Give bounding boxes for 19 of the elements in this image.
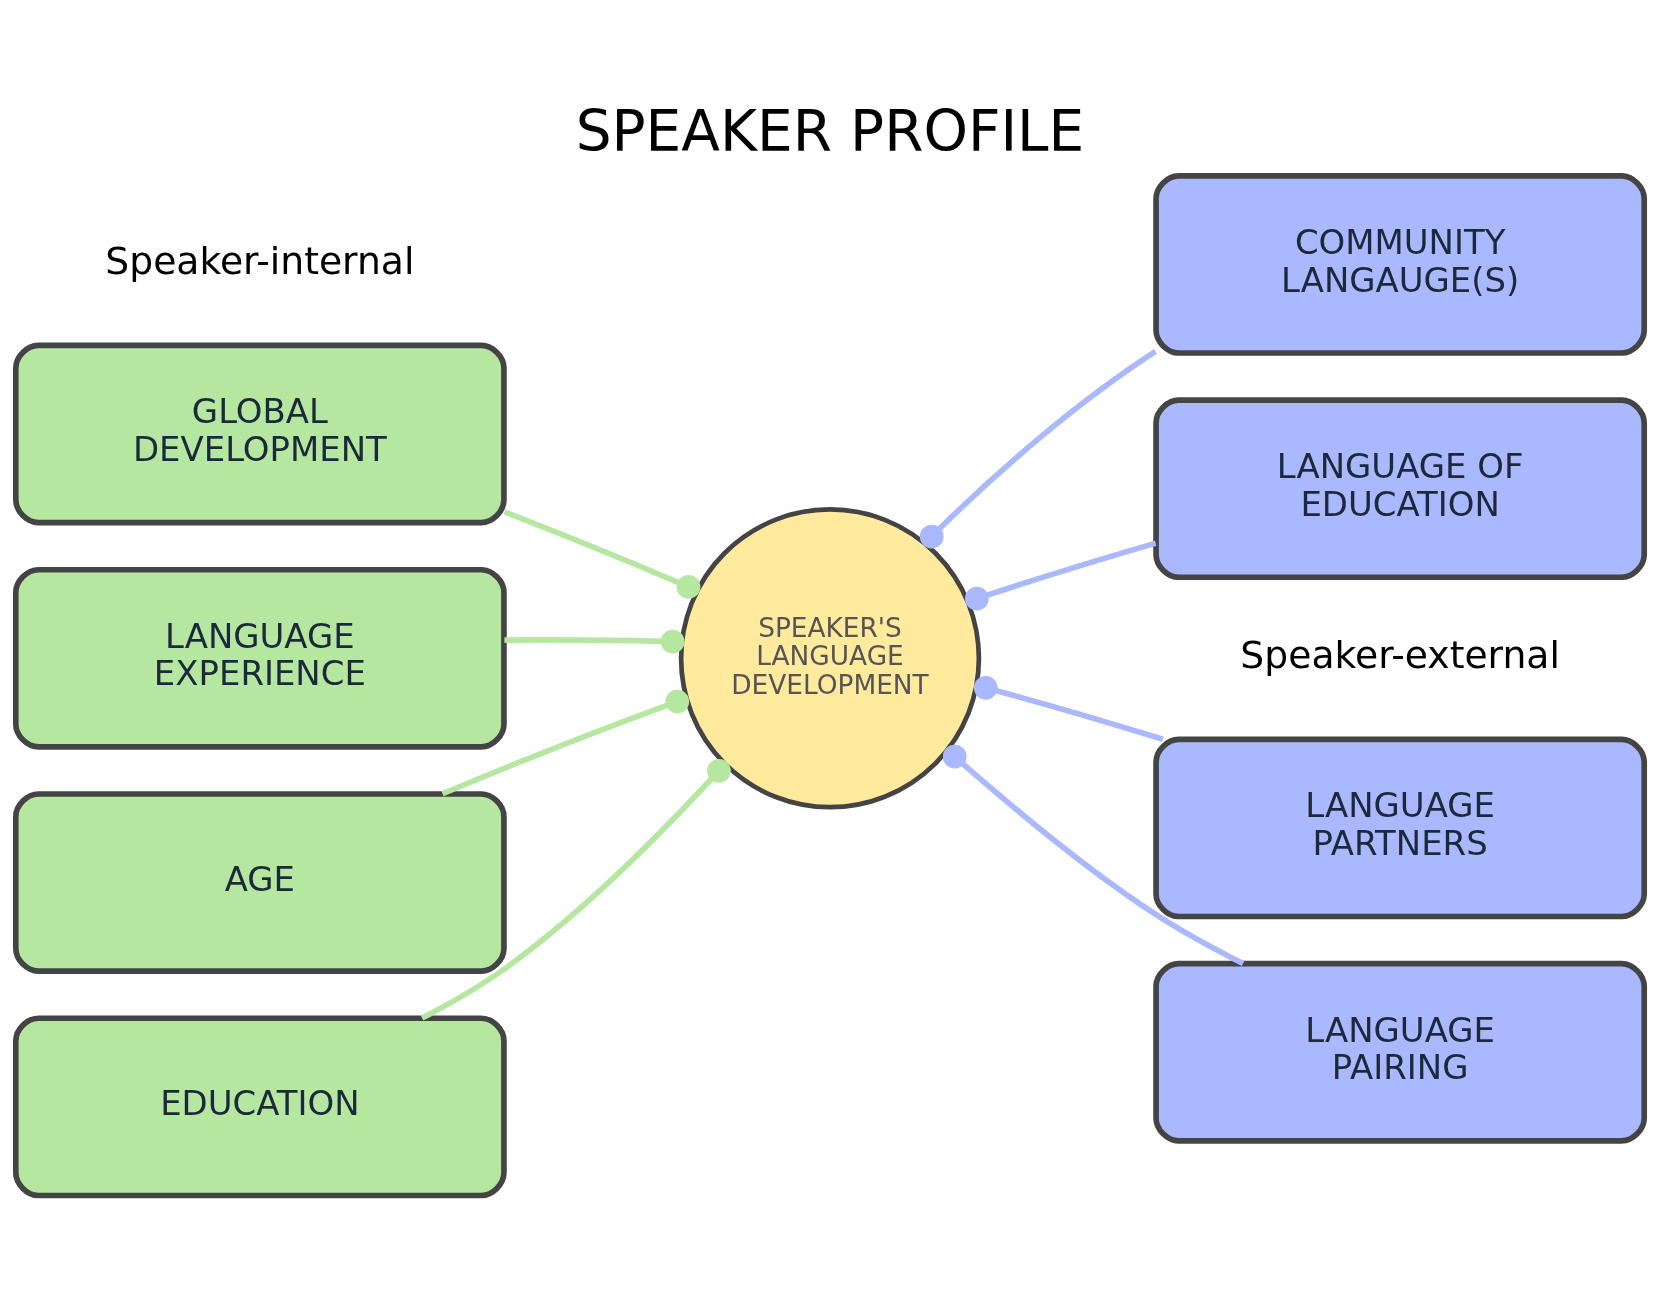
diagram-title: SPEAKER PROFILE [575,98,1085,164]
node-box: AGE [12,790,507,974]
node-box: LANGUAGE EXPERIENCE [12,566,507,750]
connector [964,539,1157,610]
connector [942,744,1245,966]
node-box: GLOBAL DEVELOPMENT [12,342,507,525]
node-box: LANGUAGE OF EDUCATION [1153,396,1648,580]
node-box: LANGUAGE PARTNERS [1153,736,1648,919]
connector [441,689,690,796]
label: Speaker-external [1240,632,1560,677]
connector [420,758,731,1021]
connector [919,348,1158,548]
connector [973,675,1164,742]
node-box: LANGUAGE PAIRING [1153,960,1648,1144]
node-box: COMMUNITY LANGAUGE(S) [1153,172,1648,356]
node-box: EDUCATION [12,1014,507,1198]
connector [503,508,701,599]
label: Speaker-internal [105,238,415,283]
connector [504,629,685,654]
